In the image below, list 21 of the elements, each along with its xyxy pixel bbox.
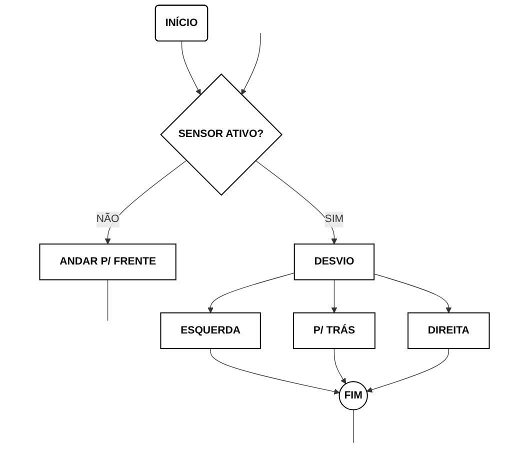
node-diamond: SENSOR ATIVO?	[160, 73, 283, 196]
arrow	[104, 160, 187, 244]
node-box: DIREITA	[408, 312, 490, 350]
edge-label: SIM	[324, 214, 344, 225]
edge-label: NÃO	[96, 214, 120, 225]
arrow	[255, 160, 338, 244]
arrow	[331, 279, 338, 314]
arrow	[334, 348, 346, 384]
node-box: ESQUERDA	[160, 312, 261, 350]
arrow	[210, 348, 340, 394]
connector	[107, 279, 108, 322]
arrow	[208, 272, 295, 314]
node-circle: FIM	[338, 381, 368, 410]
arrow	[366, 348, 449, 393]
arrow	[181, 41, 201, 95]
arrow	[241, 32, 261, 95]
node-box: ANDAR P/ FRENTE	[39, 244, 176, 280]
node-box: DESVIO	[294, 244, 375, 280]
node-box: P/ TRÁS	[293, 312, 376, 350]
arrow	[374, 274, 452, 314]
connector	[353, 409, 354, 444]
